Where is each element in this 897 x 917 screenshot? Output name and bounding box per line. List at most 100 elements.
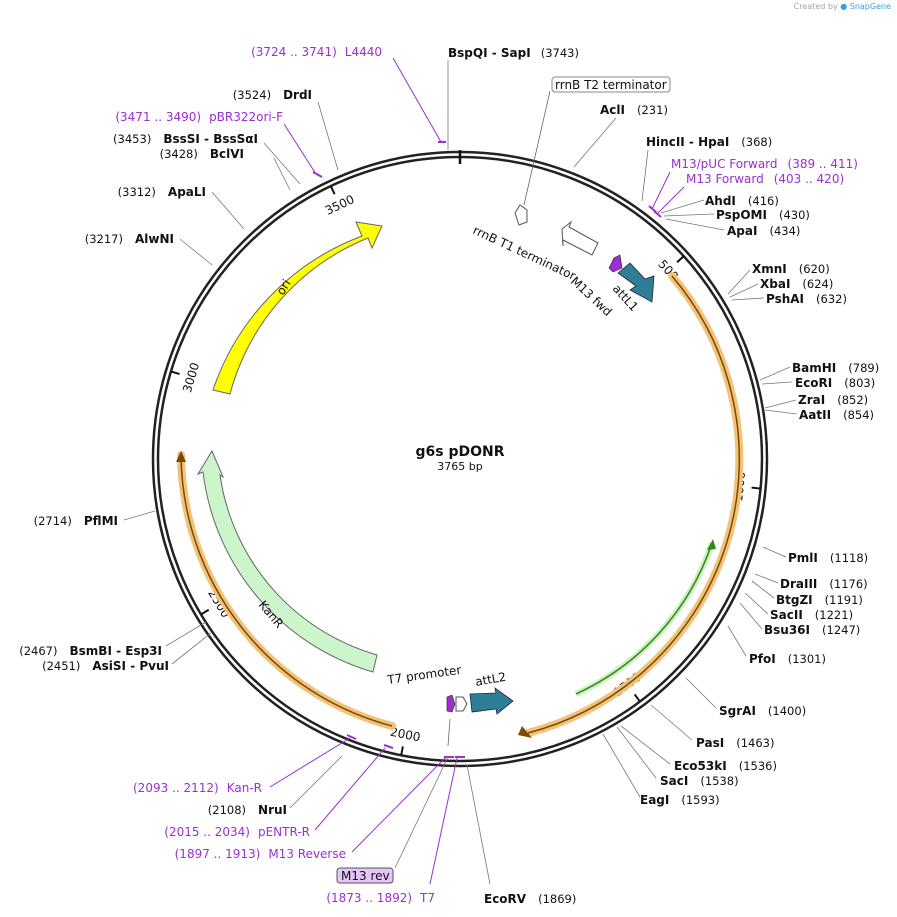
rrnb-t2-box xyxy=(551,76,671,93)
enzyme-bamhi: BamHI(789) xyxy=(792,361,879,375)
enzyme-eco53ki: Eco53kI(1536) xyxy=(674,759,777,773)
leader-saci xyxy=(616,726,657,779)
attl2-label: attL2 xyxy=(474,670,507,689)
enzyme-bsssi: (3453)BssSI - BssSαI xyxy=(113,132,258,146)
m13-rev-box-group: M13 rev xyxy=(336,756,449,884)
rrnb-t2-feature: rrnB T2 terminator xyxy=(514,76,671,226)
enzyme-bclvi: (3428)BclVI xyxy=(160,147,244,161)
tick-label: 3500 xyxy=(323,192,357,218)
enzyme-pfoi: PfoI(1301) xyxy=(749,652,826,666)
orf-right-arc-line xyxy=(527,275,741,734)
primer-kan-r: (2093 .. 2112)Kan-R xyxy=(133,781,262,795)
m13-rev-leader xyxy=(394,756,449,869)
orf-green-arc-line xyxy=(575,542,713,695)
enzyme-apai: ApaI(434) xyxy=(727,224,800,238)
leader-acli xyxy=(573,117,617,168)
plasmid-length: 3765 bp xyxy=(437,460,482,473)
leader-pspomi xyxy=(663,213,715,217)
enzyme-pflmi: (2714)PflMI xyxy=(34,514,118,528)
enzyme-aatii: AatII(854) xyxy=(799,408,874,422)
rrnb-t2-leader xyxy=(523,90,551,206)
tick-mark xyxy=(400,746,404,756)
t7-leader xyxy=(447,718,451,747)
enzyme-pasi: PasI(1463) xyxy=(696,736,774,750)
primer-m13-puc-forward: M13/pUC Forward(389 .. 411) xyxy=(671,157,858,171)
enzyme-bspqi: BspQI - SapI(3743) xyxy=(448,46,579,60)
leader-m13-forward xyxy=(657,186,685,214)
leader-pbr322ori xyxy=(283,123,317,175)
m13-rev-box xyxy=(336,867,394,884)
kan-r-mark xyxy=(346,734,357,740)
watermark-prefix: Created by xyxy=(793,2,838,11)
ori-arrow xyxy=(212,221,383,395)
backbone xyxy=(151,150,769,768)
tick-mark xyxy=(751,486,761,490)
t7-promoter-arrow xyxy=(455,696,468,712)
primer-m13-forward: M13 Forward(403 .. 420) xyxy=(686,172,844,186)
pbr322ori-mark xyxy=(312,171,323,178)
m13-forward-mark xyxy=(653,210,662,218)
enzyme-draiii: DraIII(1176) xyxy=(780,577,868,591)
orf-left-arrowhead xyxy=(176,451,186,462)
enzyme-alwni: (3217)AlwNI xyxy=(85,232,174,246)
leader-xbai xyxy=(729,283,759,298)
enzyme-nrui: (2108)NruI xyxy=(208,803,287,817)
leader-aatii xyxy=(764,409,798,415)
plasmid-name: g6s pDONR xyxy=(415,444,504,460)
tick-mark xyxy=(676,255,685,263)
primer-pbr322ori: (3471 .. 3490)pBR322ori-F xyxy=(115,110,283,124)
enzyme-acli: AclI(231) xyxy=(600,103,668,117)
leader-t7 xyxy=(429,757,458,885)
leader-sgrai xyxy=(685,677,717,709)
orf-arcs xyxy=(176,272,744,738)
leader-nrui xyxy=(289,755,343,809)
m13-fwd-label: M13 fwd xyxy=(568,274,615,319)
enzyme-zrai: ZraI(852) xyxy=(798,393,868,407)
rrnb-t2-arrow xyxy=(514,204,528,226)
enzyme-ahdi: AhdI(416) xyxy=(705,194,779,208)
leader-l4440 xyxy=(392,57,442,143)
attl1-arrow xyxy=(617,262,655,303)
enzyme-labels: BspQI - SapI(3743) AclI(231) HincII - Hp… xyxy=(19,46,879,906)
primer-labels: (3724 .. 3741)L4440 (3471 .. 3490)pBR322… xyxy=(115,45,858,905)
leader-pentr-r xyxy=(314,747,386,831)
primer-leaders xyxy=(269,57,685,885)
leader-eco53ki xyxy=(620,725,671,765)
tick-label: 2000 xyxy=(389,725,422,745)
leader-draiii xyxy=(754,573,779,584)
leader-m13-reverse xyxy=(351,756,447,853)
m13-rev-label: M13 rev xyxy=(341,869,390,883)
leader-bsu36i xyxy=(739,602,763,630)
enzyme-bsu36i: Bsu36I(1247) xyxy=(764,623,860,637)
primer-m13-reverse: (1897 .. 1913)M13 Reverse xyxy=(175,847,346,861)
enzyme-xbai: XbaI(624) xyxy=(760,277,833,291)
enzyme-apali: (3312)ApaLI xyxy=(118,185,206,199)
leader-ahdi xyxy=(660,199,705,214)
enzyme-pspomi: PspOMI(430) xyxy=(716,208,810,222)
leader-pshai xyxy=(731,297,765,301)
leader-alwni xyxy=(179,238,213,266)
leader-m13-puc xyxy=(651,171,671,210)
leader-drdi xyxy=(317,101,339,171)
enzyme-btgzi: BtgZI(1191) xyxy=(776,593,863,607)
leader-bsssi xyxy=(263,142,301,185)
m13-fwd-arrow xyxy=(608,254,623,273)
leader-pfoi xyxy=(727,625,747,657)
enzyme-xmni: XmnI(620) xyxy=(752,262,830,276)
enzyme-drdi: (3524)DrdI xyxy=(233,88,312,102)
snapgene-logo: ● xyxy=(840,2,848,11)
attl2-arrow xyxy=(469,687,514,715)
leader-btgzi xyxy=(751,580,775,599)
leader-sacii xyxy=(744,592,769,615)
primer-pentr-r: (2015 .. 2034)pENTR-R xyxy=(164,825,310,839)
plasmid-title-group: g6s pDONR 3765 bp xyxy=(415,444,504,473)
enzyme-asisi: (2451)AsiSI - PvuI xyxy=(42,659,169,673)
leader-ecori xyxy=(761,381,793,385)
leader-apali xyxy=(211,191,245,230)
leader-zrai xyxy=(764,399,797,409)
primer-l4440: (3724 .. 3741)L4440 xyxy=(251,45,382,59)
enzyme-leaders xyxy=(123,60,798,885)
orf-right-arc xyxy=(524,272,744,737)
leader-pflmi xyxy=(123,510,156,521)
leader-asisi xyxy=(171,632,212,665)
